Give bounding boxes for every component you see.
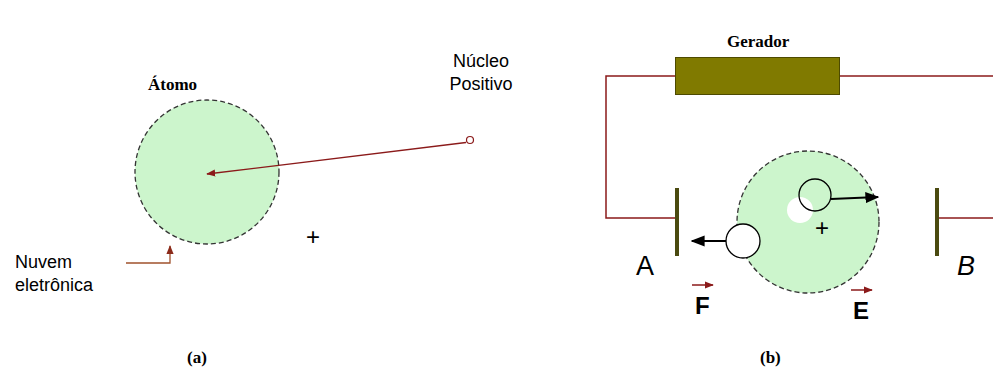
figure-label: (a) [187, 349, 207, 366]
figure-label: (b) [760, 349, 781, 366]
wire [606, 76, 677, 218]
plate-label: A [636, 253, 654, 280]
node-heading: Gerador [727, 32, 789, 52]
atom-outline [736, 150, 880, 294]
electron-cloud-center [799, 179, 831, 211]
force-arrow [831, 197, 878, 199]
vector-label: F [695, 294, 710, 318]
nucleus-displaced [726, 224, 760, 258]
atom-outline [134, 99, 280, 245]
electron-cloud [135, 100, 279, 244]
atom-circle: + [736, 150, 880, 294]
callout-label: Nuvem eletrônica [15, 251, 123, 296]
vector-label: E [853, 299, 869, 323]
wire [840, 75, 993, 77]
wire [937, 217, 993, 219]
callout-label: Núcleo Positivo [428, 50, 534, 95]
vector-arrow [692, 284, 713, 286]
leader-dot [467, 137, 474, 144]
plate-b [935, 188, 939, 256]
leader-line [126, 246, 170, 263]
electron-cloud [737, 151, 879, 293]
plate-a [675, 188, 679, 256]
atom-circle: Átomo [134, 99, 280, 245]
node-heading: Átomo [148, 75, 197, 95]
leader-line [207, 143, 466, 175]
plus-sign: + [306, 225, 320, 249]
plus-sign: + [815, 216, 829, 240]
generator-box: Gerador [675, 57, 840, 95]
plate-label: B [957, 253, 975, 280]
vector-arrow [851, 289, 872, 291]
force-arrow [692, 240, 726, 242]
